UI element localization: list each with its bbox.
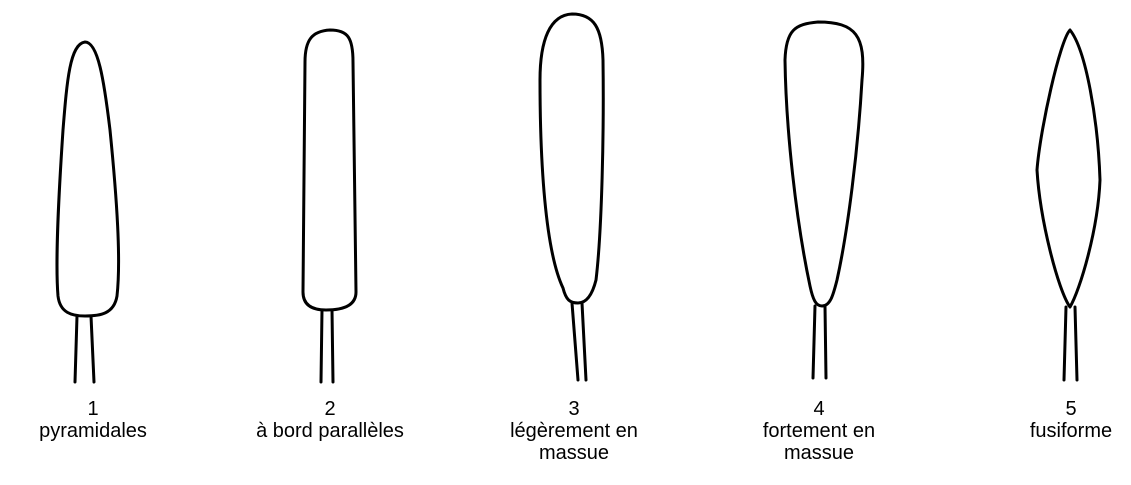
shape-5-fusiform: [1037, 30, 1100, 380]
shape-1-pyramidal: [57, 42, 119, 382]
caption-3-label-line1: légèrement en: [474, 420, 674, 442]
caption-2-number: 2: [230, 398, 430, 420]
shape-2-parallel: [303, 30, 356, 382]
shape-4-strongly-clubbed: [785, 22, 863, 378]
shape-5-stem: [1064, 307, 1077, 380]
caption-5: 5 fusiforme: [971, 398, 1131, 442]
caption-4-number: 4: [719, 398, 919, 420]
shape-3-slightly-clubbed: [540, 14, 603, 380]
caption-4-label-line1: fortement en: [719, 420, 919, 442]
caption-3: 3 légèrement en massue: [474, 398, 674, 464]
shape-3-stem: [572, 303, 586, 380]
caption-3-label-line2: massue: [474, 442, 674, 464]
shape-1-stem: [75, 316, 94, 382]
caption-3-number: 3: [474, 398, 674, 420]
caption-4-label-line2: massue: [719, 442, 919, 464]
shape-4-stem: [813, 306, 826, 378]
shape-1-outline: [57, 42, 119, 316]
shape-5-outline: [1037, 30, 1100, 307]
caption-2-label: à bord parallèles: [230, 420, 430, 442]
caption-2: 2 à bord parallèles: [230, 398, 430, 442]
shape-2-stem: [321, 310, 333, 382]
caption-5-number: 5: [971, 398, 1131, 420]
caption-5-label: fusiforme: [971, 420, 1131, 442]
caption-1-label: pyramidales: [0, 420, 193, 442]
shape-4-outline: [785, 22, 863, 306]
caption-4: 4 fortement en massue: [719, 398, 919, 464]
shape-3-outline: [540, 14, 603, 303]
caption-1: 1 pyramidales: [0, 398, 193, 442]
caption-1-number: 1: [0, 398, 193, 420]
shape-2-outline: [303, 30, 356, 310]
